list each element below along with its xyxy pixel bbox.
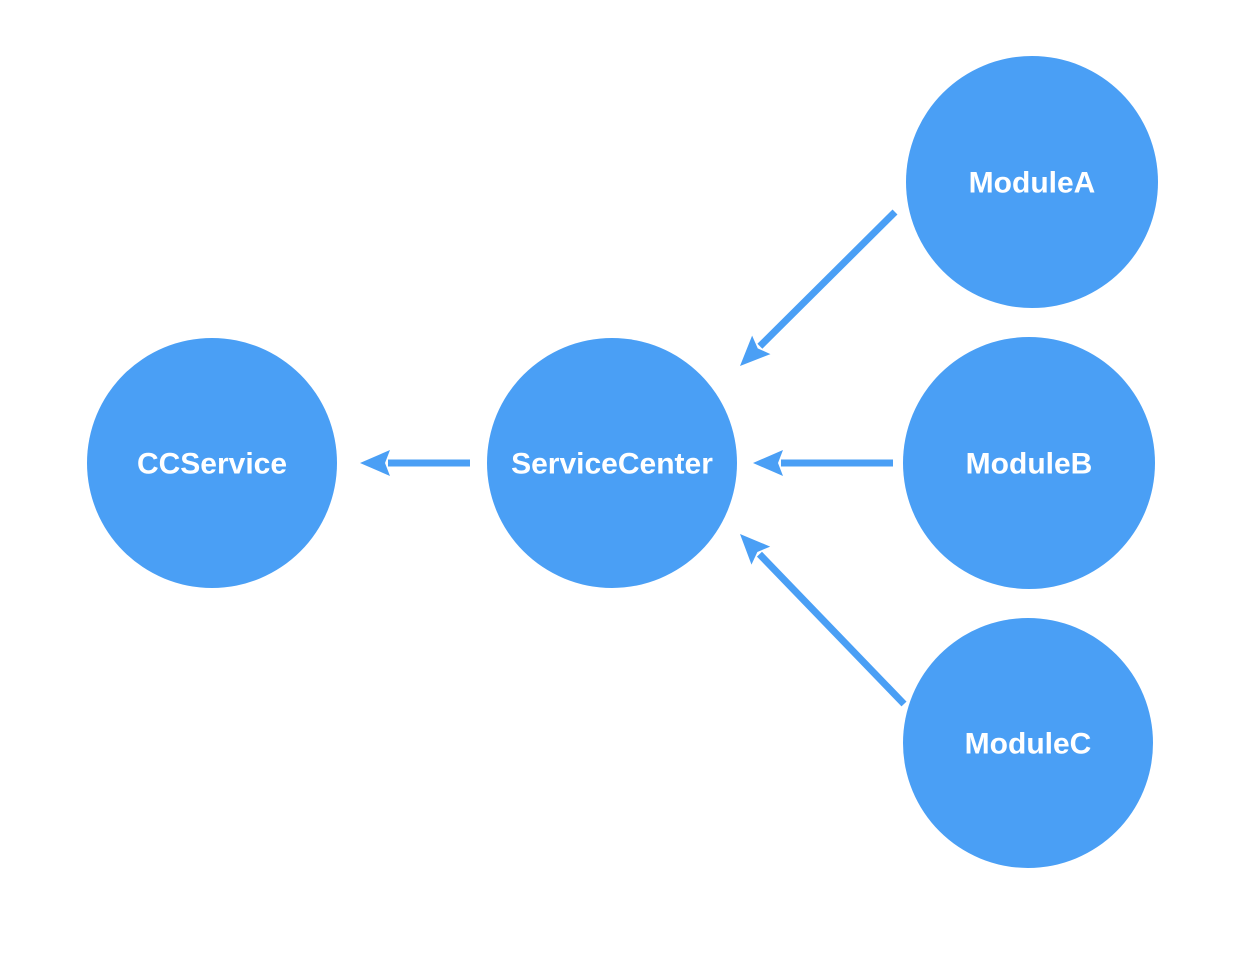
arrowhead-icon: [753, 450, 783, 476]
node-label: ModuleB: [966, 448, 1093, 481]
node-circle: [487, 338, 737, 588]
arrowhead-icon: [360, 450, 390, 476]
edge-line: [757, 209, 898, 349]
edge-servicecenter-ccservice[interactable]: [360, 450, 470, 476]
node-servicecenter[interactable]: ServiceCenter: [487, 338, 737, 588]
node-circle: [906, 56, 1158, 308]
node-moduleb[interactable]: ModuleB: [903, 337, 1155, 589]
node-layer: CCService ServiceCenter ModuleA ModuleB …: [87, 56, 1158, 868]
node-circle: [903, 618, 1153, 868]
edge-line: [756, 551, 907, 707]
node-ccservice[interactable]: CCService: [87, 338, 337, 588]
edge-modulec-servicecenter[interactable]: [740, 534, 907, 707]
arrowhead-icon: [740, 534, 771, 565]
arrowhead-icon: [740, 335, 771, 366]
edge-moduleb-servicecenter[interactable]: [753, 450, 893, 476]
node-modulea[interactable]: ModuleA: [906, 56, 1158, 308]
node-label: ServiceCenter: [511, 448, 713, 481]
edge-layer: [360, 209, 907, 707]
node-label: ModuleA: [969, 167, 1096, 200]
node-modulec[interactable]: ModuleC: [903, 618, 1153, 868]
node-circle: [87, 338, 337, 588]
edge-modulea-servicecenter[interactable]: [740, 209, 898, 366]
node-circle: [903, 337, 1155, 589]
node-label: CCService: [137, 448, 287, 481]
node-label: ModuleC: [965, 728, 1092, 761]
